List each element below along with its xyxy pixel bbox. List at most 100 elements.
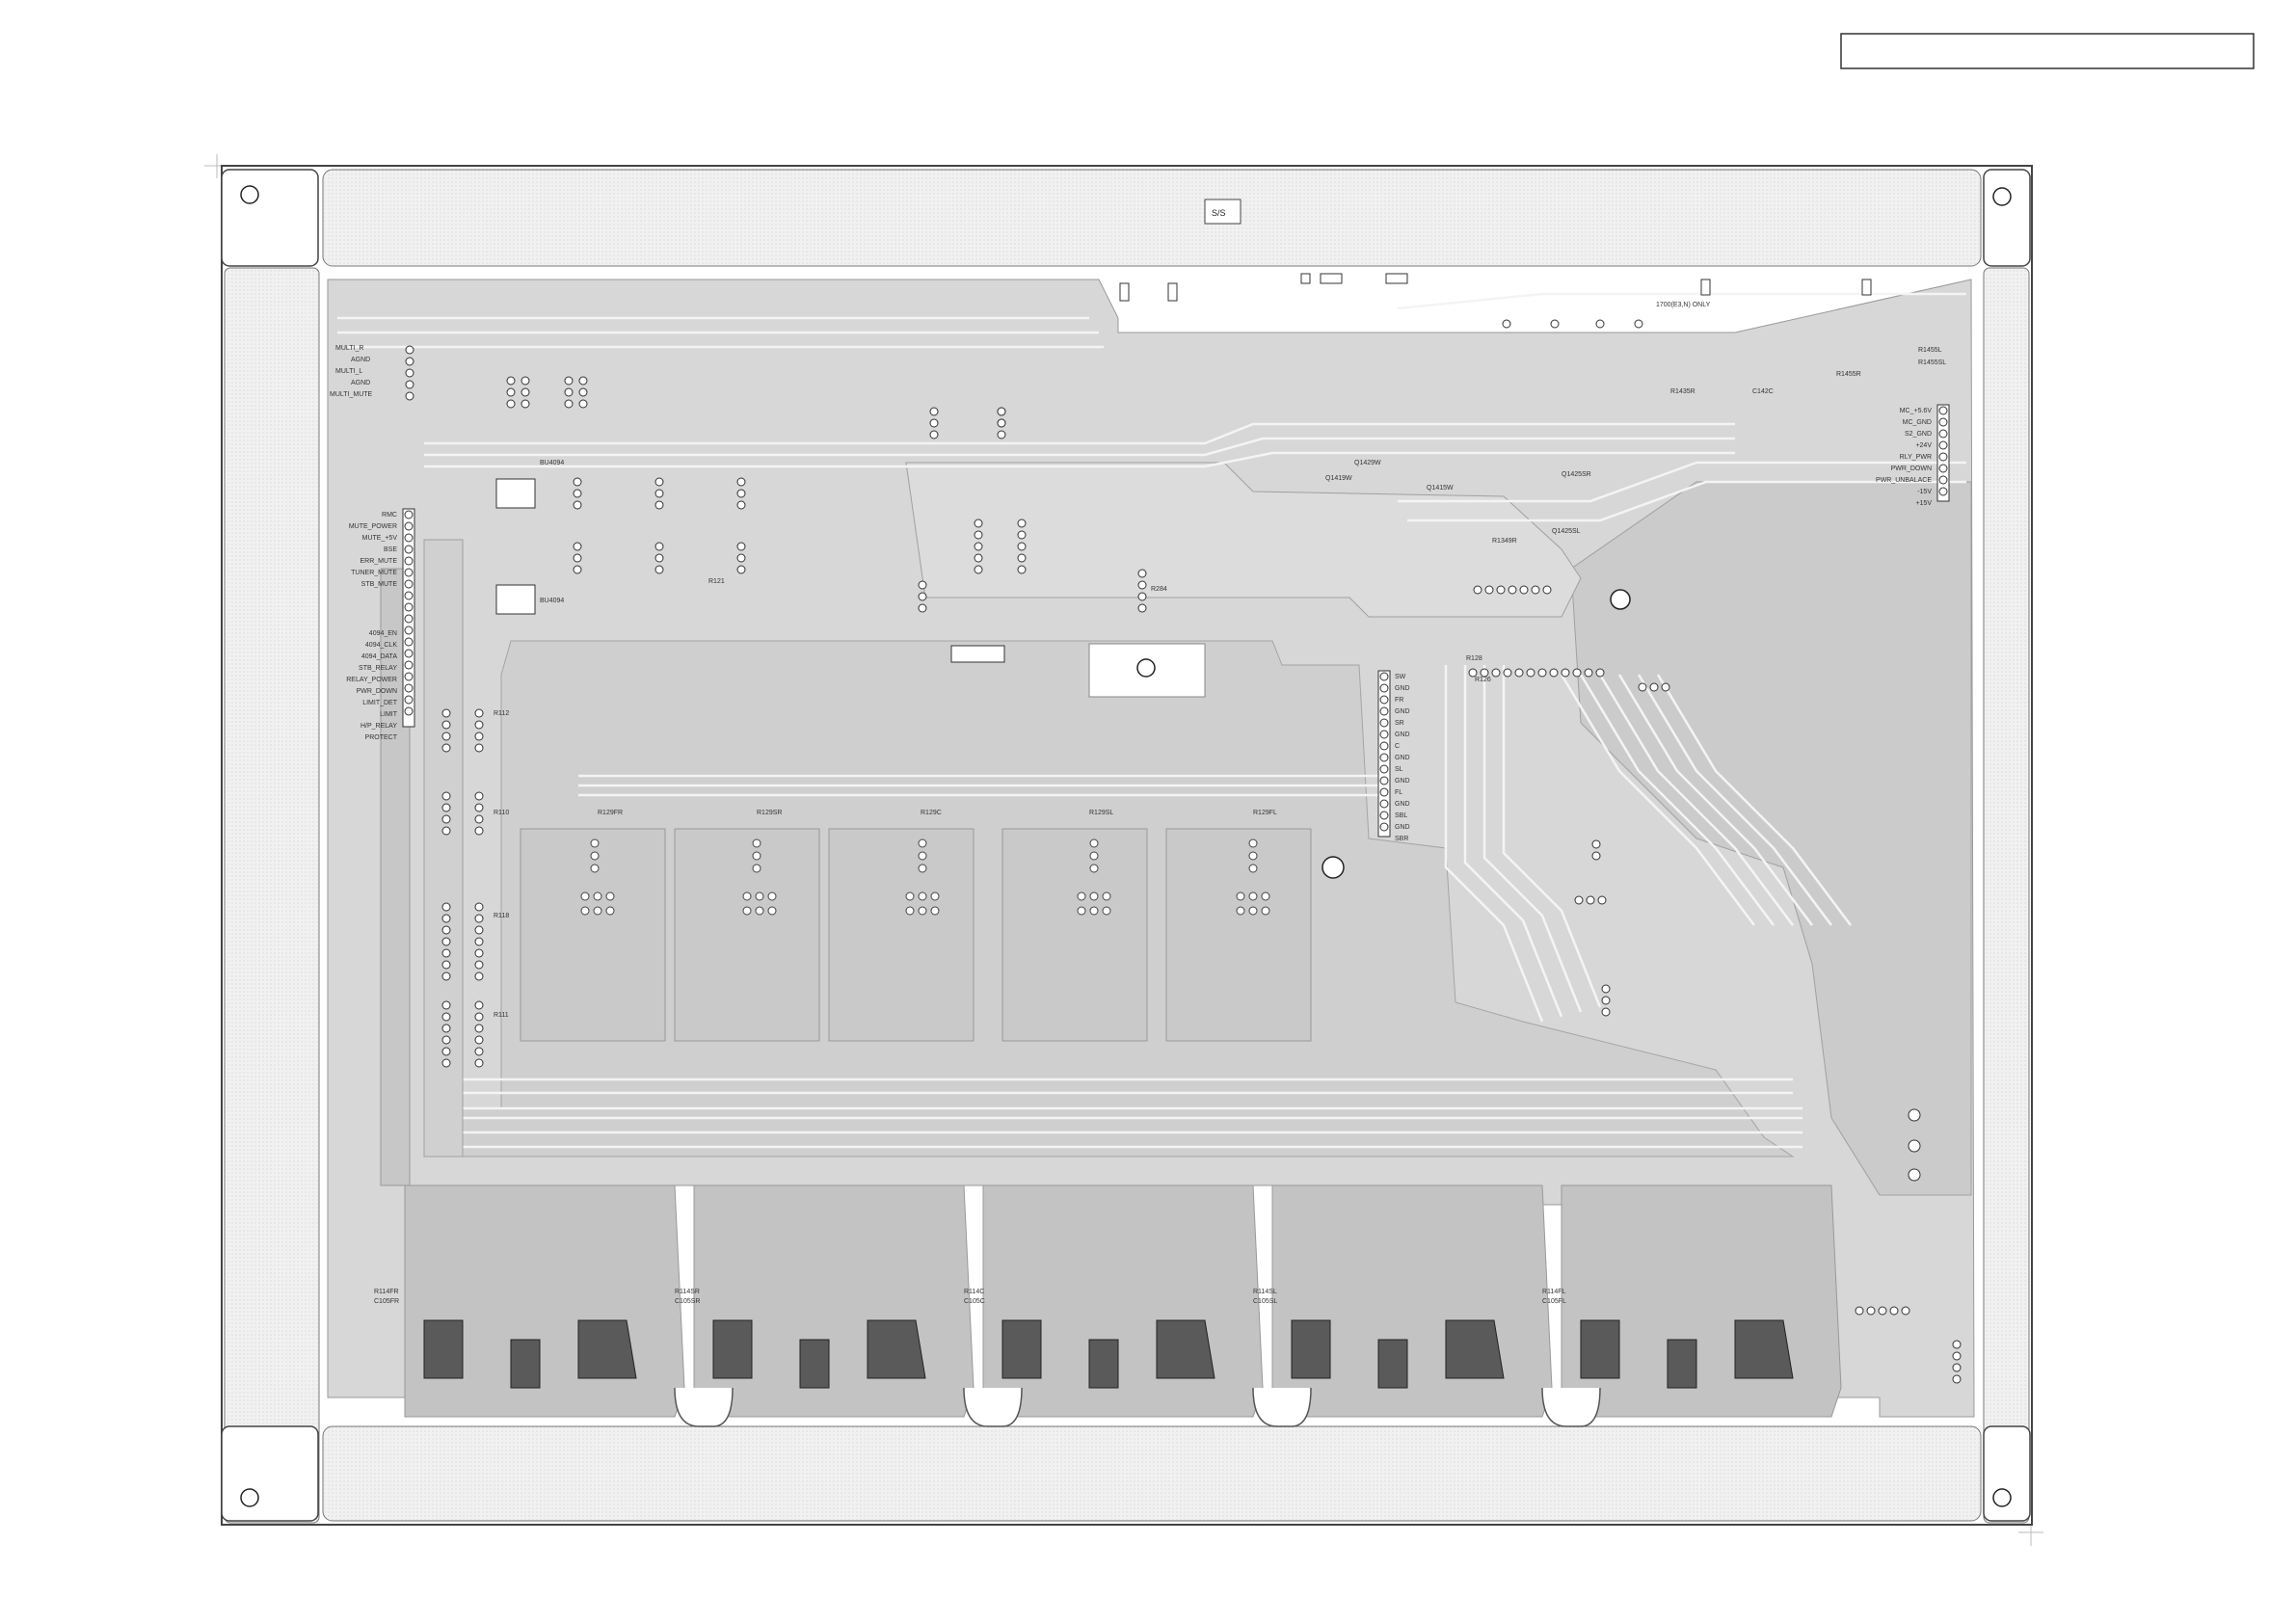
center-label-8: SL bbox=[1395, 766, 1403, 773]
ctrl-label-0: RMC bbox=[382, 512, 397, 519]
ref-q1425sl: Q1425SL bbox=[1552, 528, 1581, 535]
ref-r112: R112 bbox=[494, 710, 509, 717]
bottom-label-r114c: R114C bbox=[964, 1289, 984, 1295]
channel-sl-label: R129SL bbox=[1089, 810, 1113, 816]
ctrl-label-3: BSE bbox=[384, 546, 397, 553]
channel-fr-label: R129FR bbox=[598, 810, 623, 816]
channel-fr: R129FR bbox=[520, 810, 666, 1042]
ref-q1419w: Q1419W bbox=[1325, 475, 1352, 482]
right-label-3: +24V bbox=[1915, 442, 1932, 449]
center-label-9: GND bbox=[1395, 778, 1410, 785]
center-label-10: FL bbox=[1395, 789, 1402, 796]
ref-c142c: C142C bbox=[1752, 388, 1774, 395]
bottom-label-r114sr: R114SR bbox=[675, 1289, 700, 1295]
note-label: 1700(E3,N) ONLY bbox=[1656, 302, 1711, 308]
multi-label-3: AGND bbox=[351, 380, 370, 386]
channel-fl: R129FL bbox=[1165, 810, 1312, 1042]
traces bbox=[337, 292, 1966, 1149]
multi-label-2: MULTI_L bbox=[335, 368, 362, 375]
bottom-label-r114fr: R114FR bbox=[374, 1289, 399, 1295]
channel-sl: R129SL bbox=[1001, 810, 1148, 1042]
ctrl-label-2: MUTE_+5V bbox=[362, 535, 398, 542]
right-label-1: MC_GND bbox=[1903, 419, 1932, 426]
bottom-label-c105sl: C105SL bbox=[1253, 1298, 1277, 1305]
top-slots bbox=[1119, 273, 1872, 302]
channel-sr-label: R129SR bbox=[757, 810, 782, 816]
ref-r110: R110 bbox=[494, 810, 509, 816]
center-connector: SW GND FR GND SR GND C GND SL GND FL GND… bbox=[1377, 670, 1410, 842]
center-label-1: GND bbox=[1395, 685, 1410, 692]
ctrl-label-15: LIMIT bbox=[380, 711, 398, 718]
ctrl-label-12: RELAY_POWER bbox=[346, 677, 397, 683]
right-label-4: RLY_PWR bbox=[1900, 454, 1932, 461]
pad-clusters bbox=[405, 319, 1962, 1384]
center-label-3: GND bbox=[1395, 708, 1410, 715]
ctrl-label-9: 4094_CLK bbox=[365, 642, 397, 649]
ref-r118: R118 bbox=[494, 913, 509, 919]
ref-r126: R126 bbox=[1475, 677, 1491, 683]
title-box bbox=[1840, 33, 2255, 69]
ref-r1435r: R1435R bbox=[1670, 388, 1695, 395]
multi-labels: MULTI_R AGND MULTI_L AGND MULTI_MUTE bbox=[330, 345, 373, 398]
channel-c-label: R129C bbox=[921, 810, 942, 816]
center-label-14: SBR bbox=[1395, 836, 1408, 842]
ic-packages: BU4094 BU4094 bbox=[495, 460, 1005, 663]
bottom-label-c105fr: C105FR bbox=[374, 1298, 399, 1305]
ctrl-label-14: LIMIT_DET bbox=[362, 700, 398, 706]
right-label-2: S2_GND bbox=[1905, 431, 1932, 438]
channel-sr: R129SR bbox=[674, 810, 820, 1042]
ic-label-1: BU4094 bbox=[540, 460, 564, 466]
ctrl-label-6: STB_MUTE bbox=[361, 581, 398, 588]
ref-q1415w: Q1415W bbox=[1427, 485, 1454, 492]
multi-label-1: AGND bbox=[351, 357, 370, 363]
output-blocks: R114FR C105FR R114SR C105SR R114C C105C … bbox=[374, 1184, 1842, 1427]
ctrl-label-5: TUNER_MUTE bbox=[351, 570, 397, 576]
multi-label-4: MULTI_MUTE bbox=[330, 391, 373, 398]
center-label-7: GND bbox=[1395, 755, 1410, 761]
right-label-0: MC_+5.6V bbox=[1900, 408, 1933, 414]
ref-r284: R284 bbox=[1151, 586, 1167, 593]
center-label-11: GND bbox=[1395, 801, 1410, 808]
ref-q1425sr: Q1425SR bbox=[1562, 471, 1591, 478]
ctrl-label-1: MUTE_POWER bbox=[349, 523, 397, 530]
center-label-5: GND bbox=[1395, 732, 1410, 738]
control-labels: RMC MUTE_POWER MUTE_+5V BSE ERR_MUTE TUN… bbox=[346, 512, 398, 741]
channel-blocks: R129FR R129SR R129C R129SL bbox=[520, 810, 1312, 1042]
bottom-label-c105sr: C105SR bbox=[675, 1298, 700, 1305]
center-label-13: GND bbox=[1395, 824, 1410, 831]
ctrl-label-10: 4094_DATA bbox=[361, 653, 397, 660]
ref-q1429w: Q1429W bbox=[1354, 460, 1381, 466]
ctrl-label-11: STB_RELAY bbox=[359, 665, 397, 672]
channel-fl-label: R129FL bbox=[1253, 810, 1277, 816]
ref-r1455sl: R1455SL bbox=[1918, 359, 1946, 366]
ref-r1455r: R1455R bbox=[1836, 371, 1861, 378]
multi-label-0: MULTI_R bbox=[335, 345, 363, 352]
bottom-label-c105c: C105C bbox=[964, 1298, 985, 1305]
center-label-6: C bbox=[1395, 743, 1400, 750]
right-label-6: PWR_UNBALACE bbox=[1876, 477, 1932, 484]
bottom-label-r114sl: R114SL bbox=[1253, 1289, 1277, 1295]
ref-r1349r: R1349R bbox=[1492, 538, 1517, 545]
bottom-label-c105fl: C105FL bbox=[1542, 1298, 1566, 1305]
ctrl-label-16: H/P_RELAY bbox=[360, 723, 397, 730]
right-label-5: PWR_DOWN bbox=[1891, 466, 1932, 472]
ctrl-label-4: ERR_MUTE bbox=[360, 558, 397, 565]
ctrl-label-17: PROTECT bbox=[365, 734, 398, 741]
ref-r121: R121 bbox=[708, 578, 725, 585]
right-connector: MC_+5.6V MC_GND S2_GND +24V RLY_PWR PWR_… bbox=[1876, 404, 1950, 507]
control-connector bbox=[402, 508, 415, 728]
center-label-12: SBL bbox=[1395, 812, 1407, 819]
bottom-label-r114fl: R114FL bbox=[1542, 1289, 1565, 1295]
ctrl-label-13: PWR_DOWN bbox=[357, 688, 397, 695]
ref-r128: R128 bbox=[1466, 655, 1482, 662]
ic-label-2: BU4094 bbox=[540, 598, 564, 604]
ctrl-label-8: 4094_EN bbox=[369, 630, 397, 637]
right-label-8: +15V bbox=[1915, 500, 1932, 507]
right-label-7: -15V bbox=[1917, 489, 1932, 495]
center-label-0: SW bbox=[1395, 674, 1406, 680]
ref-labels: Q1419W Q1429W Q1415W R1455L R1455SL Q142… bbox=[494, 347, 1946, 1019]
ss-marker: S/S bbox=[1204, 199, 1241, 225]
center-label-4: SR bbox=[1395, 720, 1404, 727]
ref-r1455l: R1455L bbox=[1918, 347, 1942, 354]
ref-r111: R111 bbox=[494, 1012, 509, 1019]
